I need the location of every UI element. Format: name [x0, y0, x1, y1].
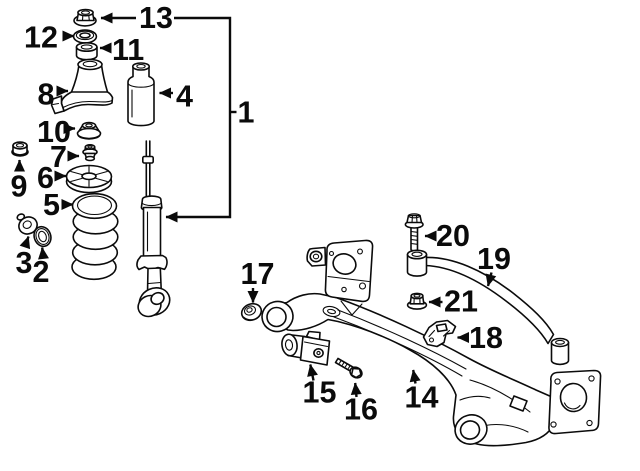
callout-label-8: 8	[38, 78, 55, 112]
callout-leader-3	[19, 236, 31, 250]
spring-ring-part	[33, 225, 52, 248]
support-washer-part	[72, 29, 98, 44]
callout-label-1: 1	[238, 96, 255, 130]
strut-assembly-group	[11, 8, 171, 318]
callout-label-10: 10	[37, 115, 71, 149]
callout-label-12: 12	[24, 21, 58, 55]
coil-spring-part	[71, 192, 119, 281]
rod-bracket-part	[422, 319, 457, 348]
callout-label-13: 13	[139, 1, 173, 35]
shock-absorber-part	[136, 140, 171, 318]
callout-label-14: 14	[405, 381, 439, 415]
callout-label-17: 17	[241, 257, 275, 291]
spring-bumper-part	[82, 144, 98, 162]
callout-label-18: 18	[469, 321, 503, 355]
axle-beam-assembly-group	[240, 213, 602, 447]
lateral-rod-part	[406, 249, 570, 366]
rod-bolt-part	[404, 213, 424, 252]
dust-cover-part	[127, 62, 155, 127]
callout-label-2: 2	[33, 255, 50, 289]
callout-label-15: 15	[303, 376, 337, 410]
callout-label-11: 11	[112, 33, 144, 67]
callout-label-5: 5	[43, 188, 60, 222]
rod-nut-part	[406, 292, 428, 310]
callout-label-21: 21	[444, 285, 478, 319]
cushion-cap-part	[11, 141, 29, 157]
callout-leader-19	[485, 272, 497, 287]
callout-label-20: 20	[436, 219, 470, 253]
callout-leaders	[14, 12, 497, 398]
callout-label-7: 7	[50, 140, 67, 174]
callout-leader-2	[38, 247, 49, 260]
callout-label-6: 6	[37, 161, 54, 195]
strut-nut-part	[73, 8, 97, 27]
callout-label-4: 4	[176, 80, 193, 114]
spring-lower-bumper-part	[16, 213, 38, 235]
callout-leader-15	[307, 364, 318, 381]
callout-label-9: 9	[11, 170, 28, 204]
callout-label-19: 19	[477, 242, 511, 276]
callout-label-3: 3	[16, 246, 33, 280]
callout-leader-16	[350, 382, 362, 398]
shock-support-part	[50, 58, 114, 115]
beam-bushing-part	[281, 330, 331, 366]
bushing-bolt-part	[334, 357, 363, 379]
axle-beam-part	[261, 239, 602, 447]
spring-seat-part	[65, 164, 113, 194]
cushion-retainer-part	[76, 121, 102, 140]
callout-leader-14	[409, 369, 421, 384]
callout-label-16: 16	[344, 393, 378, 427]
axle-nut-part	[240, 302, 263, 322]
callout-labels: 13 12 11 8 4 1 10 7 9 6 5 3 2 17 20 19 2…	[11, 1, 511, 427]
strut-cushion-part	[75, 41, 98, 61]
callout-bracket-1	[165, 16, 232, 223]
